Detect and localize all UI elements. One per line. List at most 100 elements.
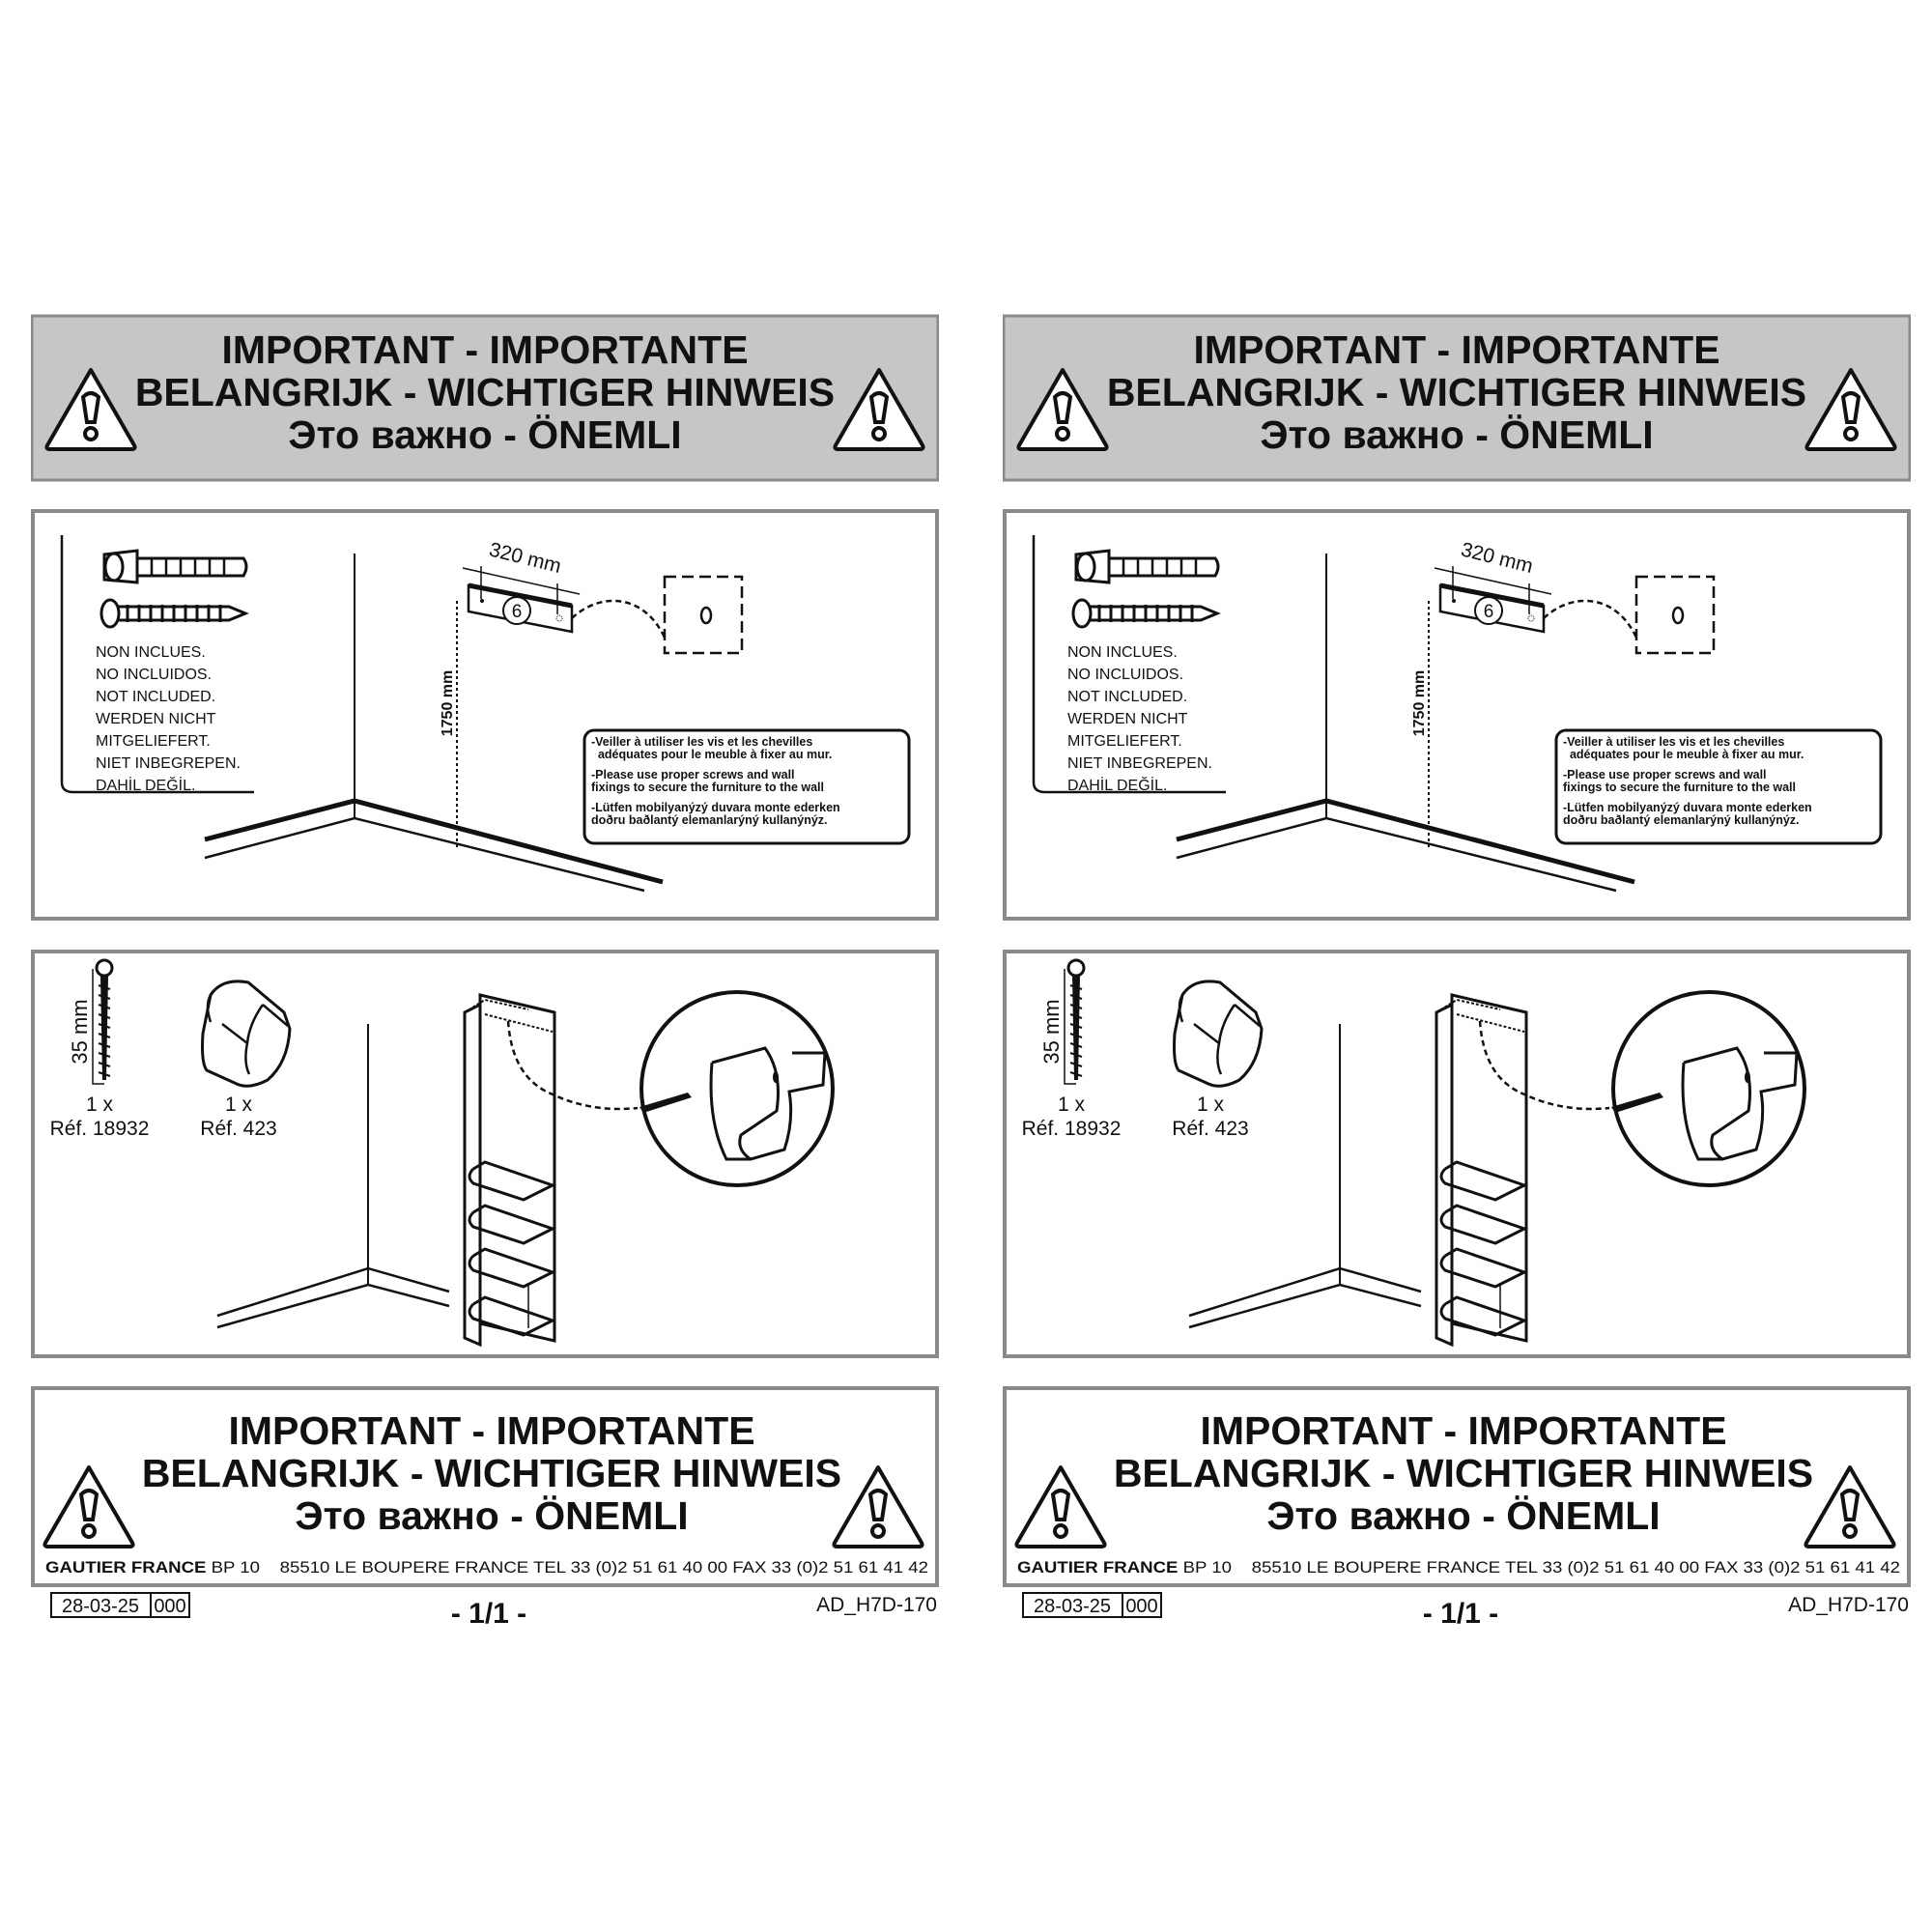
notice-line: -Veiller à utiliser les vis et les chevi… — [1563, 735, 1784, 749]
footer-line-1: IMPORTANT - IMPORTANTE — [1200, 1408, 1726, 1453]
clip-icon — [1173, 980, 1264, 1088]
part-qty: 1 x — [225, 1094, 253, 1116]
important-footer-box: IMPORTANT - IMPORTANTE BELANGRIJK - WICH… — [1003, 1386, 1911, 1587]
not-included-bracket — [1032, 535, 1226, 794]
part-reference: Réf. 423 — [1172, 1118, 1248, 1140]
cabinet-fixing-panel: 35 mm 1 x Réf. 18932 1 x Réf. 423 — [31, 950, 939, 1358]
important-footer-box: IMPORTANT - IMPORTANTE BELANGRIJK - WICH… — [31, 1386, 939, 1587]
clip-icon — [201, 980, 292, 1088]
fixing-notice: -Veiller à utiliser les vis et les chevi… — [1554, 728, 1883, 845]
not-included-bracket — [60, 535, 254, 794]
page-number: - 1/1 - — [1423, 1598, 1498, 1630]
company-address: BP 10 85510 LE BOUPERE FRANCE TEL 33 (0)… — [1178, 1558, 1900, 1577]
screw-icon — [99, 598, 249, 629]
screw-length-label: 35 mm — [1039, 999, 1064, 1064]
company-name: GAUTIER FRANCE — [45, 1558, 206, 1577]
not-included-item: WERDEN NICHT — [96, 711, 216, 727]
cabinet-drawing — [463, 993, 556, 1348]
part-number: 6 — [512, 602, 523, 622]
screw-length-label: 35 mm — [68, 999, 92, 1064]
notice-line: adéquates pour le meuble à fixer au mur. — [1563, 748, 1804, 761]
footer-line-2: BELANGRIJK - WICHTIGER HINWEIS — [1114, 1451, 1813, 1495]
notice-line: doðru baðlantý elemanlarýný kullanýnýz. — [591, 813, 828, 827]
not-included-item: WERDEN NICHT — [1067, 711, 1188, 727]
header-line-2: BELANGRIJK - WICHTIGER HINWEIS — [1107, 370, 1806, 414]
not-included-item: NO INCLUIDOS. — [1067, 667, 1183, 683]
footer-line-3: Это важно - ÖNEMLI — [295, 1493, 688, 1538]
page-number: - 1/1 - — [451, 1598, 526, 1630]
wood-screw-icon — [92, 958, 114, 1085]
header-line-1: IMPORTANT - IMPORTANTE — [221, 327, 748, 372]
not-included-item: DAHİL DEĞİL. — [96, 776, 195, 794]
wall-plug-icon — [1074, 549, 1220, 584]
detail-frame — [1634, 575, 1716, 655]
part-qty: 1 x — [1058, 1094, 1086, 1116]
not-included-item: NON INCLUES. — [96, 644, 206, 661]
part-number: 6 — [1484, 602, 1494, 622]
header-line-3: Это важно - ÖNEMLI — [1260, 412, 1653, 457]
notice-line: -Veiller à utiliser les vis et les chevi… — [591, 735, 812, 749]
revision-code: 000 — [1125, 1596, 1157, 1617]
part-reference: Réf. 18932 — [50, 1118, 150, 1140]
part-reference: Réf. 423 — [200, 1118, 276, 1140]
important-header: IMPORTANT - IMPORTANTE BELANGRIJK - WICH… — [1003, 314, 1911, 482]
not-included-item: NIET INBEGREPEN. — [1067, 755, 1212, 772]
not-included-item: NON INCLUES. — [1067, 644, 1178, 661]
height-dimension-label: 1750 mm — [440, 670, 456, 737]
wall-corner-drawing — [1188, 1024, 1422, 1329]
notice-line: -Lütfen mobilyanýzý duvara monte ederken — [591, 801, 840, 814]
company-address: BP 10 85510 LE BOUPERE FRANCE TEL 33 (0)… — [206, 1558, 928, 1577]
date-code: 28-03-25 — [1034, 1596, 1111, 1617]
wall-corner-drawing — [216, 1024, 450, 1329]
wall-fixing-panel: NON INCLUES. NO INCLUIDOS. NOT INCLUDED.… — [1003, 509, 1911, 921]
part-number-circle — [502, 596, 531, 625]
screw-icon — [1611, 1093, 1663, 1113]
part-reference: Réf. 18932 — [1022, 1118, 1122, 1140]
notice-line: fixings to secure the furniture to the w… — [1563, 781, 1796, 794]
wall-fixing-panel: NON INCLUES. NO INCLUIDOS. NOT INCLUDED.… — [31, 509, 939, 921]
not-included-item: DAHİL DEĞİL. — [1067, 776, 1167, 794]
cabinet-fixing-panel: 35 mm 1 x Réf. 18932 1 x Réf. 423 — [1003, 950, 1911, 1358]
screw-icon — [639, 1093, 692, 1113]
part-number-circle — [1474, 596, 1503, 625]
not-included-item: MITGELIEFERT. — [1067, 733, 1182, 750]
drill-hole-icon — [699, 606, 713, 625]
not-included-item: NO INCLUIDOS. — [96, 667, 212, 683]
notice-line: doðru baðlantý elemanlarýný kullanýnýz. — [1563, 813, 1800, 827]
wood-screw-icon — [1064, 958, 1086, 1085]
company-name: GAUTIER FRANCE — [1017, 1558, 1178, 1577]
not-included-list: NON INCLUES. NO INCLUIDOS. NOT INCLUDED.… — [1067, 644, 1212, 794]
revision-code: 000 — [154, 1596, 185, 1617]
document-code: AD_H7D-170 — [816, 1594, 937, 1616]
height-dimension-label: 1750 mm — [1411, 670, 1428, 737]
footer-line-3: Это важно - ÖNEMLI — [1266, 1493, 1660, 1538]
wall-plug-icon — [102, 549, 248, 584]
fixing-notice: -Veiller à utiliser les vis et les chevi… — [582, 728, 911, 845]
not-included-item: NIET INBEGREPEN. — [96, 755, 241, 772]
header-line-2: BELANGRIJK - WICHTIGER HINWEIS — [135, 370, 835, 414]
detail-magnifier — [639, 990, 835, 1187]
part-qty: 1 x — [86, 1094, 114, 1116]
notice-line: adéquates pour le meuble à fixer au mur. — [591, 748, 832, 761]
date-code: 28-03-25 — [62, 1596, 139, 1617]
instruction-sheet: IMPORTANT - IMPORTANTE BELANGRIJK - WICH… — [1003, 0, 1911, 1932]
not-included-list: NON INCLUES. NO INCLUIDOS. NOT INCLUDED.… — [96, 644, 241, 794]
cabinet-drawing — [1435, 993, 1528, 1348]
notice-line: -Lütfen mobilyanýzý duvara monte ederken — [1563, 801, 1812, 814]
not-included-item: NOT INCLUDED. — [96, 689, 215, 705]
document-meta: 28-03-25 000 - 1/1 - AD_H7D-170 — [50, 1592, 937, 1630]
instruction-sheet: IMPORTANT - IMPORTANTE BELANGRIJK - WICH… — [31, 0, 939, 1932]
document-code: AD_H7D-170 — [1788, 1594, 1909, 1616]
drill-hole-icon — [1671, 606, 1685, 625]
screw-icon — [1071, 598, 1221, 629]
sheet-drawing: IMPORTANT - IMPORTANTE BELANGRIJK - WICH… — [31, 314, 939, 1630]
header-line-3: Это важно - ÖNEMLI — [288, 412, 681, 457]
sheet-drawing: IMPORTANT - IMPORTANTE BELANGRIJK - WICH… — [1003, 314, 1911, 1630]
header-line-1: IMPORTANT - IMPORTANTE — [1193, 327, 1719, 372]
company-contact: GAUTIER FRANCE BP 10 85510 LE BOUPERE FR… — [1017, 1558, 1900, 1577]
notice-line: -Please use proper screws and wall — [591, 768, 795, 781]
detail-frame — [663, 575, 744, 655]
detail-magnifier — [1611, 990, 1806, 1187]
company-contact: GAUTIER FRANCE BP 10 85510 LE BOUPERE FR… — [45, 1558, 928, 1577]
document-meta: 28-03-25 000 - 1/1 - AD_H7D-170 — [1022, 1592, 1909, 1630]
